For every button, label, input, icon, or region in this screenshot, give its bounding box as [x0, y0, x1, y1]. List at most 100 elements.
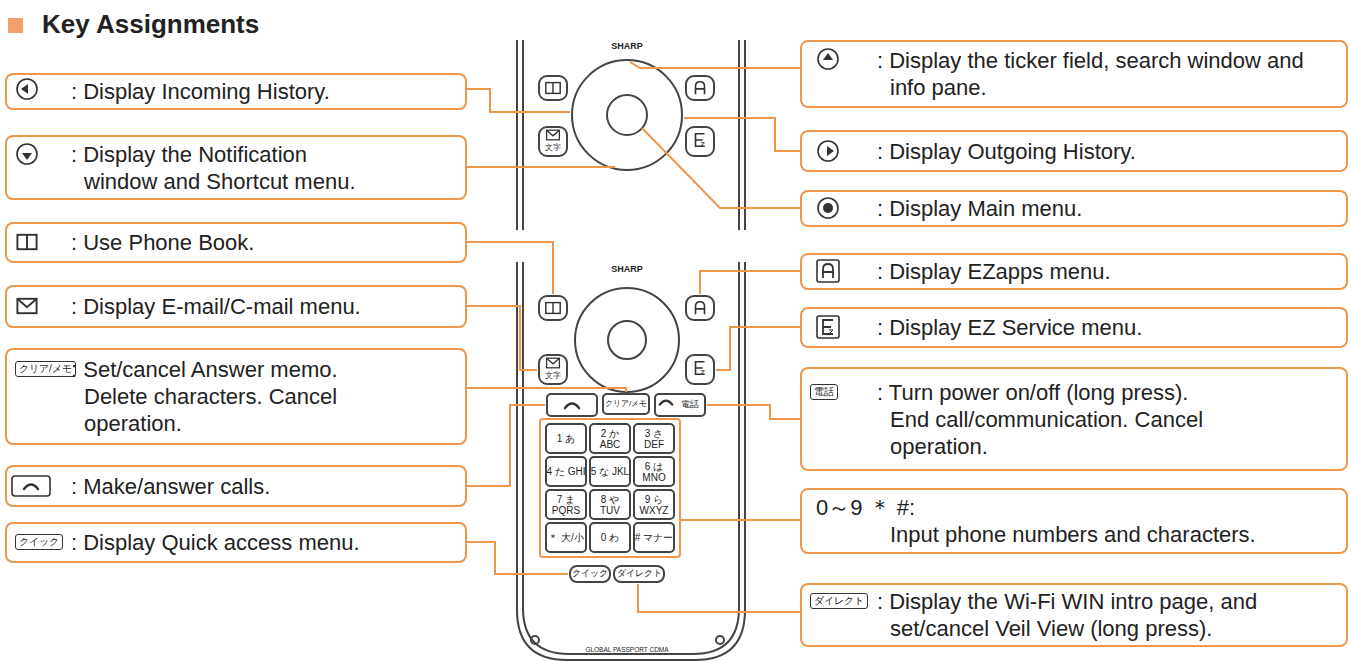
title-square — [8, 18, 23, 33]
box-icons — [823, 264, 833, 278]
box-icons — [17, 79, 37, 99]
key-description: : Display Quick access menu. — [71, 529, 360, 556]
leader-line — [716, 327, 800, 370]
callout-row: : Display Main menu. — [802, 195, 1082, 222]
phone-bottom — [590, 523, 630, 552]
phone-bottom — [634, 457, 674, 486]
callout-box: : Display E-mail/C-mail menu. — [5, 285, 467, 328]
phone-bottom — [614, 566, 664, 582]
phone-bottom — [660, 401, 673, 405]
icon-slot: 電話 — [802, 379, 877, 400]
key-symbol: 0～9 ＊ #: — [816, 494, 1256, 521]
box-icons — [823, 320, 833, 334]
callout-box: 0～9 ＊ #:Input phone numbers and characte… — [800, 488, 1348, 554]
box-icons — [12, 49, 839, 496]
phone-bottom — [575, 288, 679, 392]
leader-line — [467, 306, 537, 370]
keypad-label: 0 わ — [590, 523, 630, 552]
title: Key Assignments — [42, 9, 259, 40]
box-icons — [827, 146, 834, 156]
phone-top — [539, 76, 567, 100]
keypad-bracket — [540, 419, 680, 557]
keypad-label: 3 さ DEF — [634, 424, 674, 453]
leader-line — [700, 271, 800, 294]
callout-box: 電話: Turn power on/off (long press). End … — [800, 367, 1348, 471]
leader-lines — [467, 62, 800, 612]
keypad-label: 2 か ABC — [590, 424, 630, 453]
key-icon: ダイレクト — [810, 593, 868, 609]
phone-bottom — [608, 321, 646, 359]
callout-row: : Make/answer calls. — [7, 473, 270, 500]
phone-top — [696, 82, 705, 95]
phone-top — [522, 40, 524, 230]
box-icons — [818, 49, 838, 69]
key-description: : Display EZ Service menu. — [877, 314, 1142, 341]
keypad-label: 1 あ — [546, 424, 586, 453]
phone-top — [539, 127, 567, 156]
callout-box: クリア/メモ: Set/cancel Answer memo. Delete c… — [5, 348, 467, 445]
leader-line — [467, 405, 545, 486]
leader-line — [467, 242, 553, 294]
phone-top — [546, 83, 560, 94]
key-description: : Use Phone Book. — [71, 229, 254, 256]
phone-bottom — [634, 523, 674, 552]
key-description: : Display EZapps menu. — [877, 258, 1111, 285]
box-icons — [818, 198, 838, 218]
box-icons — [21, 84, 28, 94]
phone-bottom — [546, 523, 586, 552]
title-square — [8, 18, 23, 33]
callout-box: : Display EZapps menu. — [800, 253, 1348, 290]
phone-bottom — [546, 303, 560, 314]
key-description: : Display Incoming History. — [71, 78, 330, 105]
key-description: : Display Main menu. — [877, 195, 1082, 222]
callout-box: : Display Incoming History. — [5, 73, 467, 110]
box-icons — [24, 485, 38, 490]
phone-bottom — [517, 262, 745, 660]
phone-bottom — [603, 394, 649, 414]
key-description: : Display the ticker field, search windo… — [877, 47, 1330, 101]
keypad-label: 8 や TUV — [590, 490, 630, 519]
icon-slot: ダイレクト — [802, 588, 877, 609]
keypad-label: 9 ら WXYZ — [634, 490, 674, 519]
callout-row: ダイレクト: Display the Wi-Fi WIN intro page,… — [802, 588, 1330, 642]
phone-bottom — [634, 424, 674, 453]
box-icons — [17, 144, 37, 164]
phone-bottom — [523, 262, 739, 654]
phone-bottom — [546, 457, 586, 486]
leader-line — [681, 519, 800, 521]
phone-top — [607, 95, 647, 135]
phone-bottom — [546, 424, 586, 453]
phone-bottom — [716, 636, 724, 644]
phone-bottom — [517, 262, 745, 660]
phone-bottom — [686, 296, 714, 320]
keypad-label: 4 た GHI — [546, 457, 586, 486]
key-description: : Turn power on/off (long press). End ca… — [877, 379, 1230, 460]
leader-line — [707, 405, 800, 419]
callout-row: 電話: Turn power on/off (long press). End … — [802, 379, 1230, 460]
brand-logo: SHARP — [598, 264, 656, 276]
brand-logo: SHARP — [598, 41, 656, 53]
box-icons — [817, 260, 839, 282]
leader-line — [467, 542, 568, 574]
phone-top — [686, 127, 714, 156]
phone-bottom — [590, 490, 630, 519]
keypad-label: 6 は MNO — [634, 457, 674, 486]
callout-row: : Display the ticker field, search windo… — [802, 47, 1330, 101]
leader-line — [467, 89, 570, 112]
phone-top — [516, 40, 518, 230]
phone-bottom — [686, 355, 714, 384]
callout-row: クリア/メモ: Set/cancel Answer memo. Delete c… — [7, 356, 354, 437]
leader-line — [684, 118, 800, 151]
phone-top — [686, 76, 714, 100]
key-label: クイック — [570, 566, 610, 582]
callout-box: : Display Outgoing History. — [800, 130, 1348, 172]
phone-bottom — [696, 302, 705, 315]
callout-row: : Use Phone Book. — [7, 229, 254, 256]
box-icons — [823, 203, 833, 213]
callout-row: : Display EZapps menu. — [802, 258, 1111, 285]
box-icons — [12, 476, 50, 496]
callout-row: : Display EZ Service menu. — [802, 314, 1142, 341]
key-label: 電話 — [675, 394, 705, 416]
leader-line — [642, 128, 800, 208]
key-description: : Display E-mail/C-mail menu. — [71, 293, 361, 320]
